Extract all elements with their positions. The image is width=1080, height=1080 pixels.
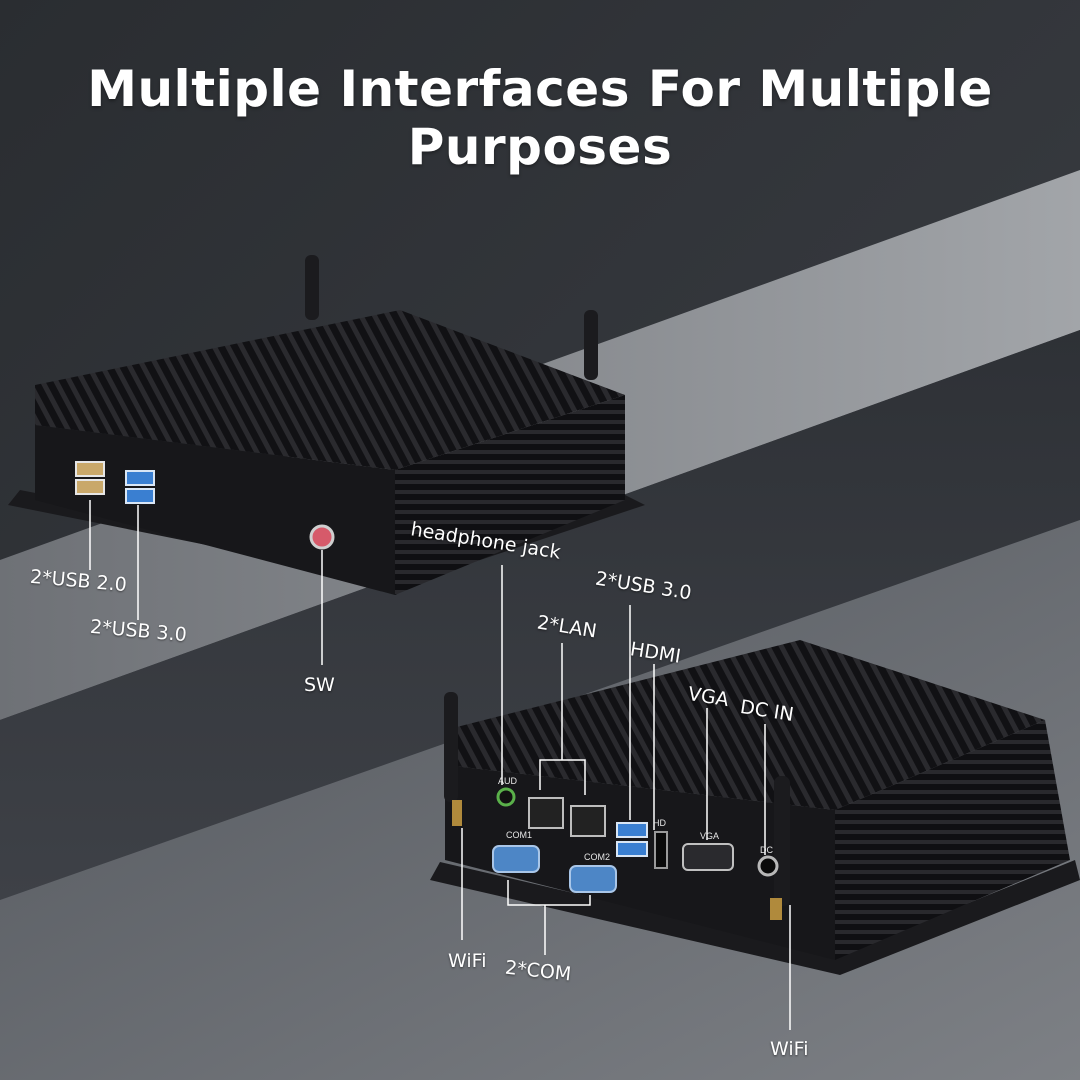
- callout-lines: [89, 500, 791, 1030]
- shelf-step-face: [0, 330, 1080, 900]
- audio-jack: [496, 787, 516, 807]
- label-switch: SW: [304, 674, 335, 696]
- mark-com1: COM1: [506, 830, 532, 840]
- mark-com2: COM2: [584, 852, 610, 862]
- usb-2-ports-front: [75, 461, 105, 495]
- mark-hd: HD: [653, 818, 666, 828]
- page-title: Multiple Interfaces For Multiple Purpose…: [0, 60, 1080, 176]
- mini-pc-front-view: [8, 255, 645, 595]
- hdmi-port: [654, 831, 668, 869]
- power-switch: [309, 524, 335, 550]
- port-marks: AUD COM1 COM2 HD VGA DC: [498, 776, 773, 862]
- label-wifi-left: WiFi: [448, 950, 487, 972]
- title-line-1: Multiple Interfaces For Multiple: [87, 60, 993, 118]
- vga-port: [682, 843, 734, 871]
- usb-3-ports-rear: [616, 822, 648, 857]
- title-line-2: Purposes: [407, 118, 673, 176]
- label-wifi-right: WiFi: [770, 1038, 809, 1060]
- com-ports: [492, 845, 617, 893]
- dc-jack: [757, 855, 779, 877]
- mark-vga: VGA: [700, 831, 719, 841]
- mark-dc: DC: [760, 845, 773, 855]
- mark-aud: AUD: [498, 776, 518, 786]
- usb-3-ports-front: [125, 470, 155, 504]
- mini-pc-rear-view: [430, 640, 1080, 975]
- lan-ports: [528, 797, 606, 837]
